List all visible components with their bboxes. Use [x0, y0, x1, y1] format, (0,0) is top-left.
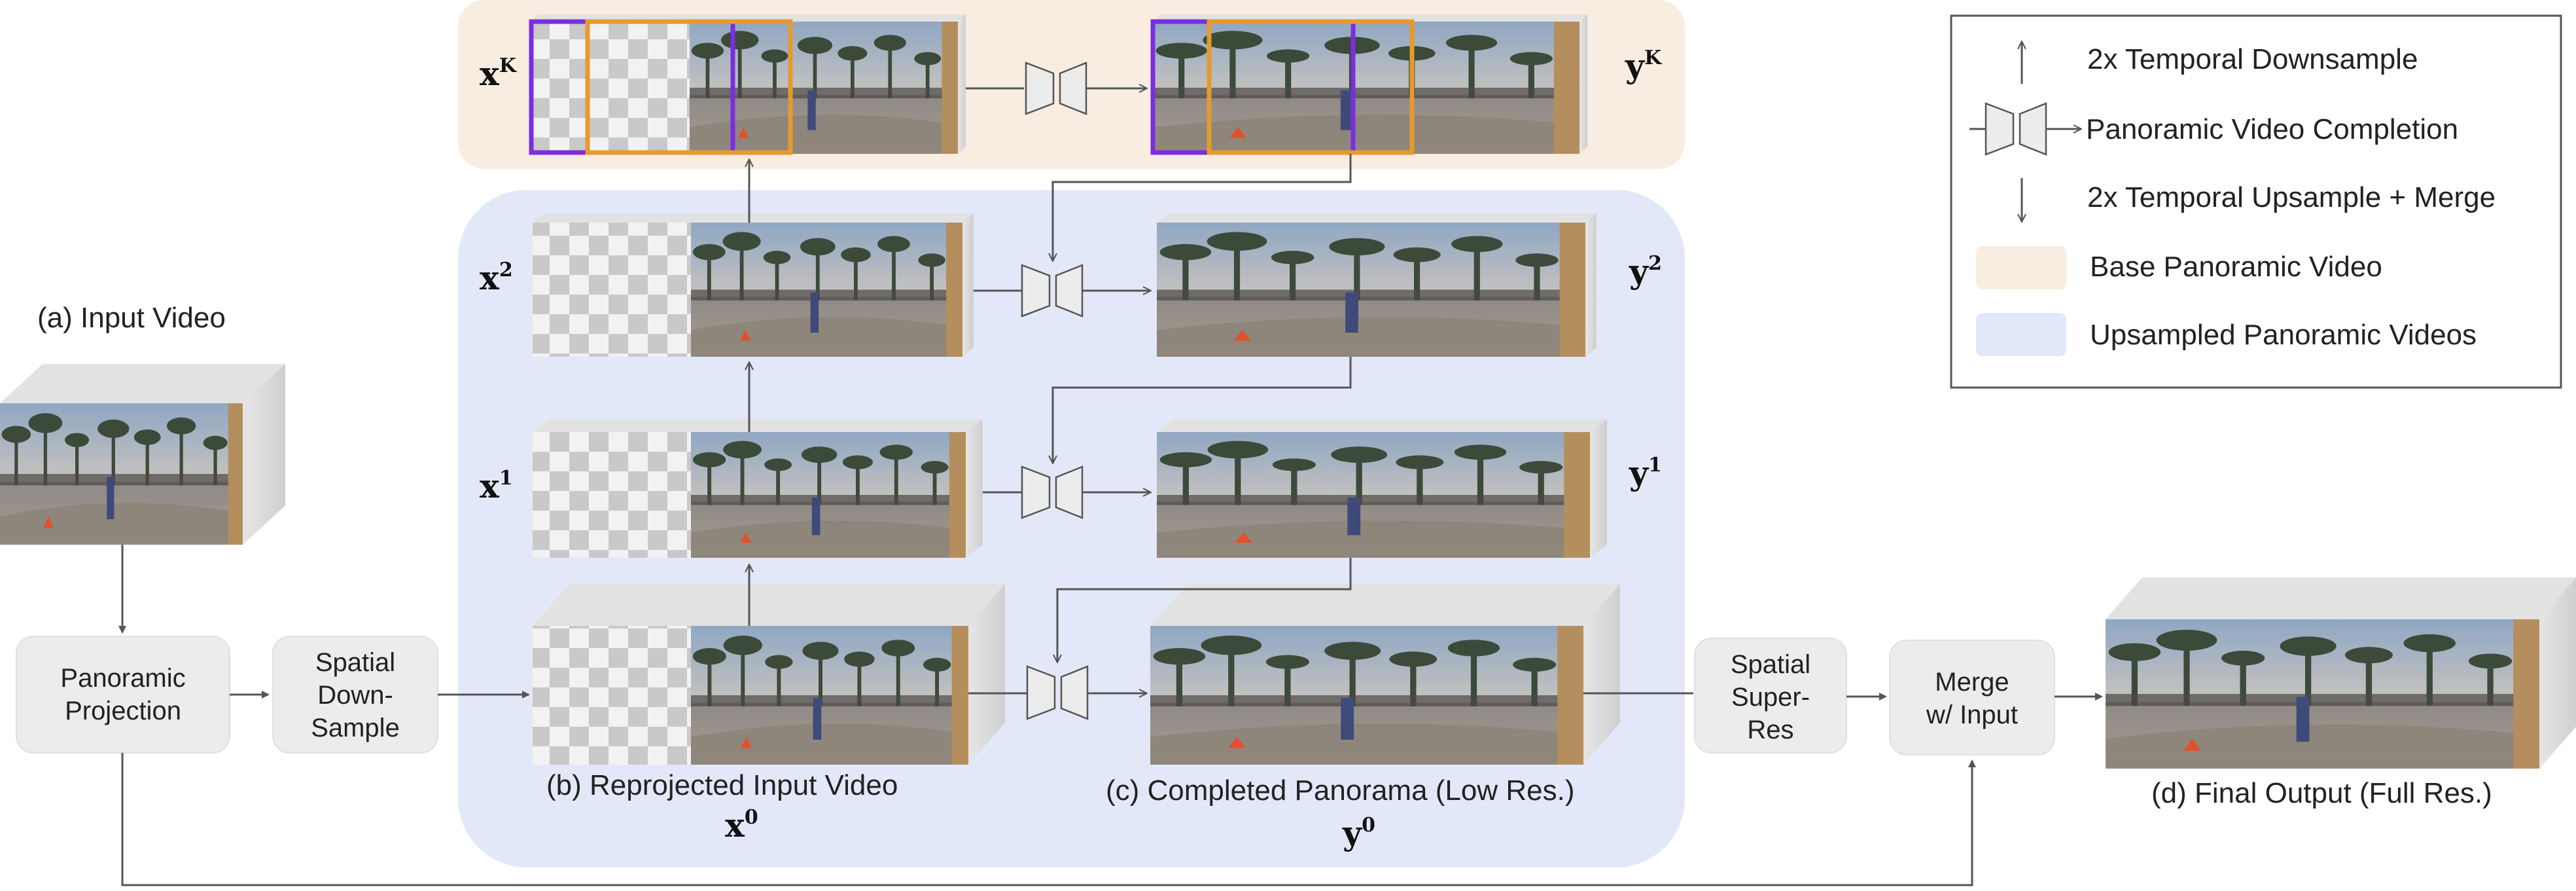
superres-line-2: Super-: [1731, 683, 1810, 712]
superres-line-3: Res: [1747, 716, 1793, 744]
label-y2: y2: [1629, 252, 1662, 291]
arrow-yK-to-net2: [1053, 154, 1352, 261]
spatial-superres-box: Spatial Super- Res: [1694, 638, 1847, 754]
merge-line-1: Merge: [1935, 668, 2009, 697]
legend-label-completion: Panoramic Video Completion: [2086, 113, 2458, 145]
panoramic-projection-box: Panoramic Projection: [16, 636, 230, 754]
completed-panorama-yK: [1150, 14, 1587, 155]
downsample-line-1: Spatial: [315, 648, 395, 677]
label-xK: xK: [480, 54, 517, 93]
legend-label-upsample: 2x Temporal Upsample + Merge: [2087, 181, 2496, 213]
label-y0: y0: [1342, 814, 1375, 852]
skip-connection-projection-to-merge: [121, 753, 1976, 886]
input-video-clip: [0, 364, 285, 545]
projection-line-1: Panoramic: [60, 664, 185, 693]
caption-reprojected: (b) Reprojected Input Video: [546, 769, 898, 801]
completion-network-k: [966, 62, 1146, 115]
arrow-y1-to-net0: [1057, 558, 1352, 662]
projection-line-2: Projection: [65, 697, 181, 725]
legend-label-base: Base Panoramic Video: [2090, 251, 2382, 283]
downsample-line-2: Down-: [317, 681, 393, 710]
legend-label-upsampled: Upsampled Panoramic Videos: [2090, 319, 2477, 351]
reprojected-video-xK: [529, 14, 966, 155]
label-y1: y1: [1629, 454, 1662, 492]
label-x2: x2: [480, 259, 513, 297]
completion-network-2: [974, 264, 1150, 318]
legend: 2x Temporal Downsample Panoramic Video C…: [1950, 14, 2562, 389]
caption-final: (d) Final Output (Full Res.): [2151, 777, 2492, 809]
merge-line-2: w/ Input: [1926, 700, 2018, 729]
completion-network-1: [983, 465, 1150, 519]
completion-network-0: [968, 665, 1146, 720]
legend-network-icon: [1969, 102, 2081, 156]
arrow-y2-to-net1: [1053, 357, 1352, 463]
label-x0: x0: [725, 806, 758, 845]
reprojected-video-x2: [533, 213, 974, 357]
completed-panorama-y1: [1157, 419, 1607, 558]
final-output-video: [2106, 577, 2576, 769]
downsample-line-3: Sample: [311, 714, 400, 742]
label-x1: x1: [480, 467, 513, 505]
spatial-downsample-box: Spatial Down- Sample: [272, 636, 438, 754]
input-video-label: (a) Input Video: [37, 302, 226, 334]
superres-line-1: Spatial: [1731, 650, 1810, 679]
completed-panorama-y2: [1157, 213, 1597, 357]
reprojected-video-x1: [533, 419, 983, 558]
legend-swatch-upsampled: [1976, 313, 2066, 356]
yK-orange-window: [1207, 19, 1415, 155]
legend-swatch-base: [1976, 246, 2066, 289]
merge-input-box: Merge w/ Input: [1889, 640, 2055, 755]
legend-label-downsample: 2x Temporal Downsample: [2087, 43, 2418, 75]
reprojected-video-x0: [533, 584, 1005, 765]
xK-orange-window: [585, 19, 793, 155]
completed-panorama-y0: [1150, 584, 1620, 765]
caption-completed: (c) Completed Panorama (Low Res.): [1106, 774, 1574, 807]
label-yK: yK: [1625, 46, 1662, 85]
